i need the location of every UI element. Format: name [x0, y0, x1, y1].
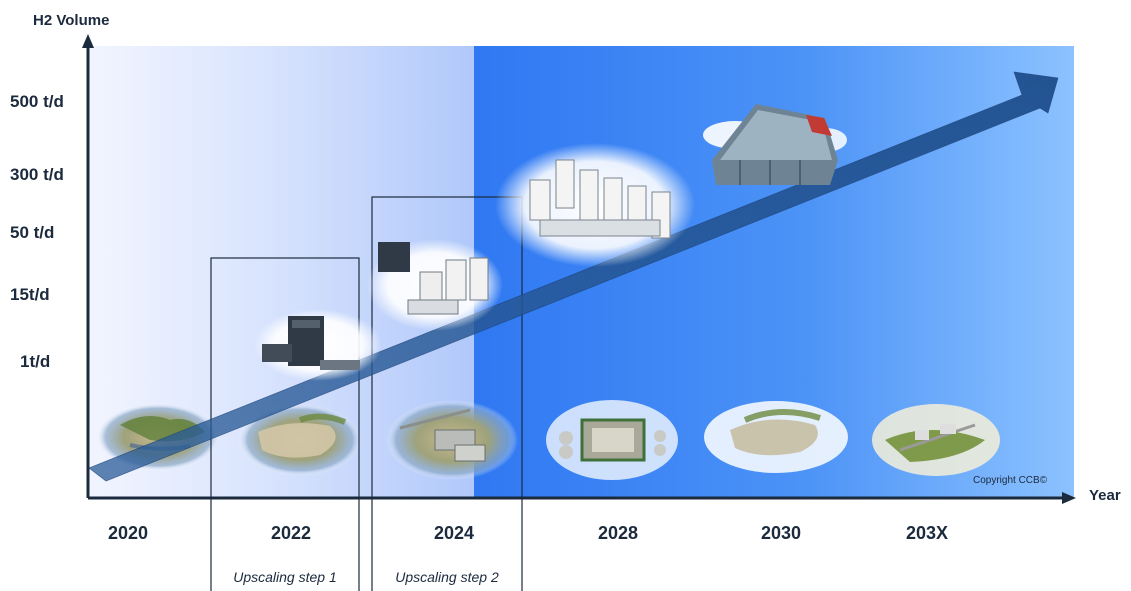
- x-tick-label: 2022: [270, 523, 312, 543]
- upscaling-step-1-label: Upscaling step 1: [233, 569, 337, 585]
- coastal-site-icon-2030: [704, 401, 848, 473]
- upscaling-step-2-box: [371, 196, 523, 591]
- y-axis-title: H2 Volume: [33, 12, 110, 29]
- x-tick-label: 2020: [107, 523, 149, 543]
- y-tick-label: 300 t/d: [10, 165, 64, 184]
- copyright-notice: Copyright CCB©: [973, 475, 1048, 486]
- x-axis-arrowhead: [1062, 492, 1076, 504]
- coastal-site-icon-2022: [238, 404, 362, 476]
- x-tick-label: 2024: [433, 523, 475, 543]
- x-tick-label: 2030: [760, 523, 802, 543]
- headquarters-building-icon: [703, 104, 847, 185]
- x-tick-label: 2028: [597, 523, 639, 543]
- y-tick-label: 1t/d: [20, 352, 51, 371]
- medium-plant-icon: [367, 239, 503, 331]
- small-electrolyzer-icon: [254, 309, 382, 381]
- industrial-complex-icon-2028: [546, 400, 678, 480]
- y-tick-label: 500 t/d: [10, 92, 64, 111]
- x-axis-title: Year: [1089, 487, 1121, 504]
- town-site-icon-203X: [872, 404, 1000, 476]
- industrial-port-icon-2024: [386, 400, 518, 480]
- upscaling-step-2-label: Upscaling step 2: [395, 569, 499, 585]
- large-plant-icon: [495, 143, 695, 267]
- x-tick-label: 203X: [905, 523, 949, 543]
- y-tick-label: 50 t/d: [10, 223, 55, 242]
- y-tick-label: 15t/d: [10, 285, 50, 304]
- y-axis-arrowhead: [82, 34, 94, 48]
